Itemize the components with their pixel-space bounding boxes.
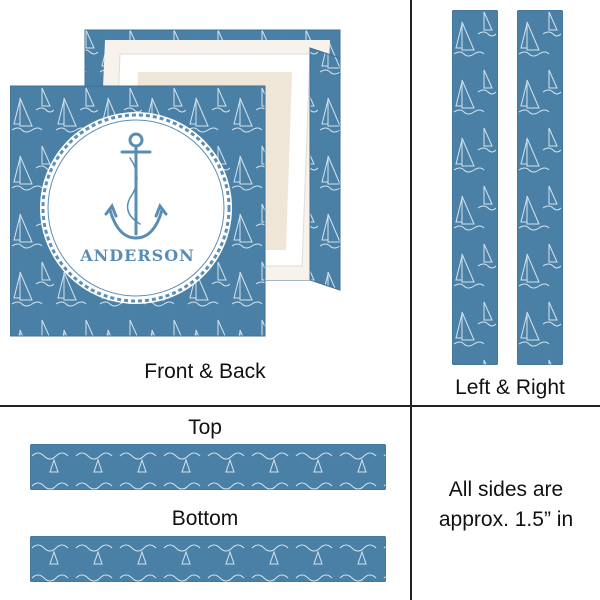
canvas-side-flap	[309, 47, 341, 291]
top-label: Top	[188, 416, 222, 439]
front-back-label: Front & Back	[144, 360, 266, 383]
left-right-label: Left & Right	[455, 376, 565, 399]
bottom-label: Bottom	[171, 507, 239, 530]
anchor-icon	[104, 132, 168, 240]
sides-note-line1: All sides are	[448, 478, 564, 501]
sides-note-line2: approx. 1.5” in	[438, 508, 574, 531]
horizontal-divider	[0, 405, 600, 407]
monogram-name: ANDERSON	[80, 246, 195, 265]
bottom-side-strip	[30, 536, 386, 582]
top-side-strip	[30, 444, 386, 490]
left-side-strip	[452, 10, 498, 365]
canvas-front-back-illustration	[10, 29, 341, 337]
vertical-divider	[410, 0, 412, 600]
right-side-strip	[517, 10, 563, 365]
